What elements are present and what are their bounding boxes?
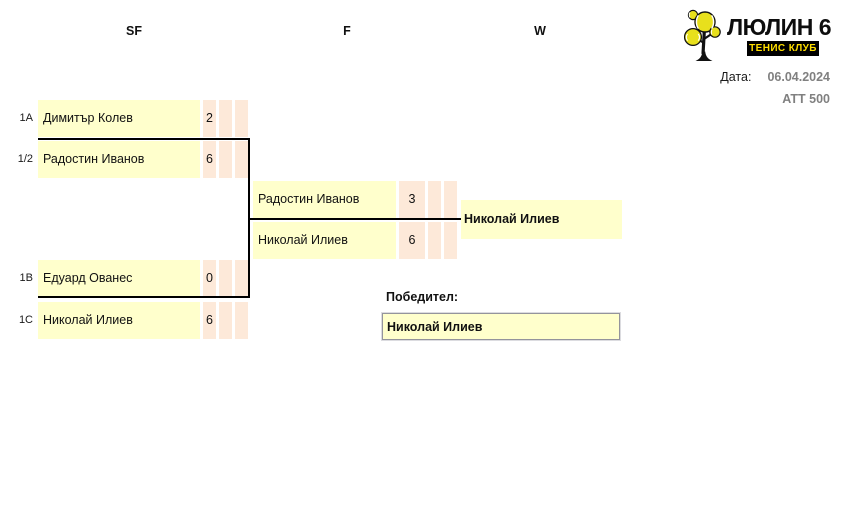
seed-label: 1B [19, 272, 33, 284]
round-header-w: W [534, 24, 546, 38]
seed-label: 1/2 [17, 153, 33, 165]
player-cell[interactable]: Димитър Колев [38, 100, 200, 137]
score-cell-empty[interactable] [235, 100, 248, 137]
bracket-entry-sf1-bottom: 1/2 Радостин Иванов 6 [18, 141, 248, 178]
score-cell[interactable]: 0 [203, 260, 216, 297]
score-cell-empty[interactable] [235, 302, 248, 339]
bracket-entry-sf1-top: 1A Димитър Колев 2 [20, 100, 248, 137]
tennis-ball-tree-logo-icon [684, 9, 721, 61]
score-cell-empty[interactable] [219, 260, 232, 297]
seed-label: 1C [18, 314, 33, 326]
score-cell-empty[interactable] [428, 181, 441, 218]
player-cell[interactable]: Николай Илиев [253, 222, 396, 259]
date-label: Дата: [720, 70, 752, 84]
tour-badge: ATT 500 [782, 92, 830, 106]
bracket-entry-sf2-top: 1B Едуард Ованес 0 [20, 260, 248, 297]
score-cell-empty[interactable] [219, 141, 232, 178]
score-cell-empty[interactable] [219, 100, 232, 137]
score-cell[interactable]: 6 [203, 141, 216, 178]
bracket-entry-final-top: Радостин Иванов 3 [253, 181, 457, 218]
score-cell-empty[interactable] [235, 260, 248, 297]
bracket-line-vertical [248, 138, 250, 298]
player-cell[interactable]: Николай Илиев [38, 302, 200, 339]
player-cell[interactable]: Радостин Иванов [253, 181, 396, 218]
club-name: ЛЮЛИН 6 [727, 14, 831, 40]
score-cell-empty[interactable] [235, 141, 248, 178]
winner-cell[interactable]: Николай Илиев [461, 200, 622, 239]
bracket-line-final [250, 218, 461, 220]
date-value: 06.04.2024 [767, 70, 830, 84]
seed-label: 1A [19, 112, 33, 124]
round-header-sf: SF [126, 24, 142, 38]
bracket-entry-sf2-bottom: 1C Николай Илиев 6 [19, 302, 248, 339]
bracket-line-sf1 [38, 138, 250, 140]
winner-box[interactable]: Николай Илиев [381, 312, 621, 341]
bracket-entry-final-bottom: Николай Илиев 6 [253, 222, 457, 259]
player-cell[interactable]: Радостин Иванов [38, 141, 200, 178]
score-cell-empty[interactable] [444, 181, 457, 218]
score-cell-empty[interactable] [428, 222, 441, 259]
score-cell[interactable]: 6 [203, 302, 216, 339]
club-tagline: ТЕНИС КЛУБ [747, 41, 819, 56]
score-cell[interactable]: 3 [399, 181, 425, 218]
round-header-f: F [343, 24, 351, 38]
score-cell-empty[interactable] [219, 302, 232, 339]
score-cell[interactable]: 6 [399, 222, 425, 259]
score-cell[interactable]: 2 [203, 100, 216, 137]
score-cell-empty[interactable] [444, 222, 457, 259]
winner-label: Победител: [386, 290, 459, 304]
date-row: Дата: 06.04.2024 [720, 70, 830, 84]
bracket-line-sf2 [38, 296, 250, 298]
player-cell[interactable]: Едуард Ованес [38, 260, 200, 297]
